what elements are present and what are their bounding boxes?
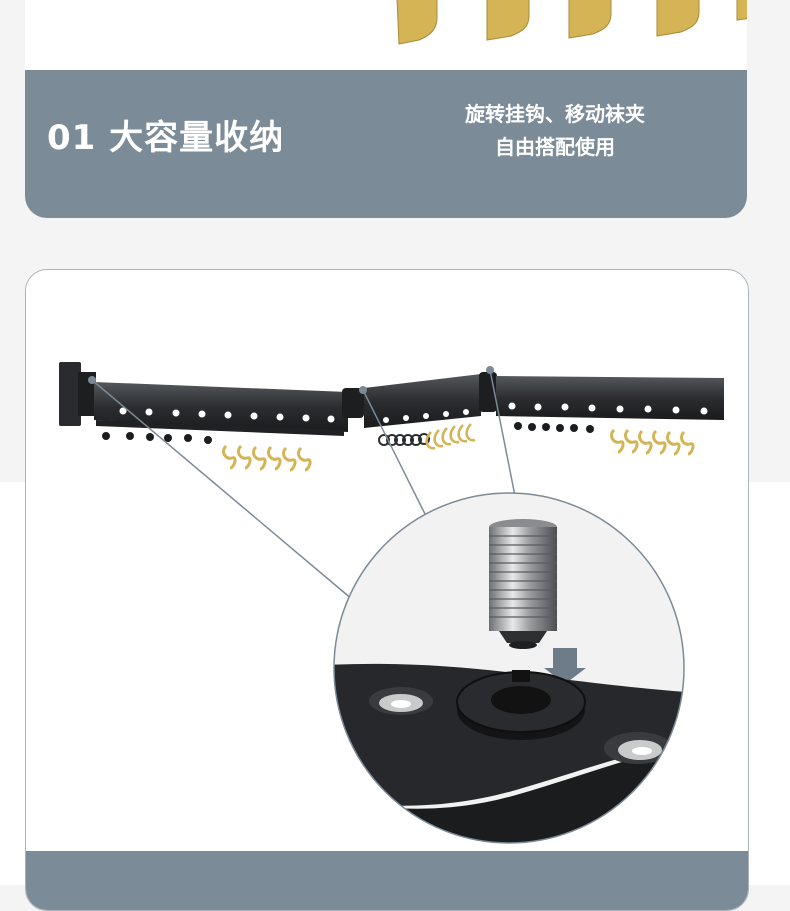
drying-rack-product-image (59, 362, 724, 844)
subtitle-line-1: 旋转挂钩、移动袜夹 (465, 102, 645, 126)
product-card (25, 269, 749, 911)
feature-band: 01 大容量收纳 旋转挂钩、移动袜夹 自由搭配使用 (25, 70, 747, 218)
rail-joint-1 (342, 388, 364, 418)
feature-card: 01 大容量收纳 旋转挂钩、移动袜夹 自由搭配使用 (25, 0, 747, 218)
section-subtitle: 旋转挂钩、移动袜夹 自由搭配使用 (423, 98, 687, 164)
joint-detail-magnifier (333, 492, 685, 844)
threaded-screw (489, 519, 557, 649)
rail-segment-middle (364, 374, 481, 450)
next-section-band (26, 851, 748, 910)
insert-arrow-icon (544, 648, 586, 684)
rail-segment-right (496, 376, 724, 456)
wall-mount (59, 362, 96, 426)
callout-lines (91, 369, 518, 601)
rail-segment-left (94, 382, 348, 472)
subtitle-line-2: 自由搭配使用 (495, 135, 615, 159)
section-title: 01 大容量收纳 (47, 118, 285, 158)
gold-hooks-image (396, 0, 747, 45)
